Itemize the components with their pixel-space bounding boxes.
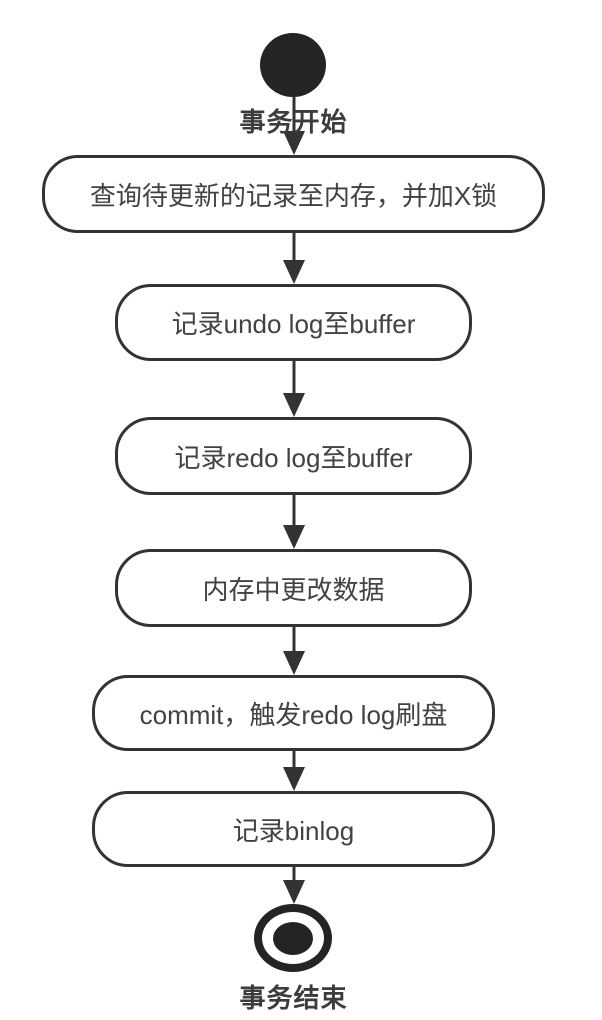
node-update-memory-data: 内存中更改数据 bbox=[115, 549, 472, 627]
node-commit-redo-flush: commit，触发redo log刷盘 bbox=[92, 675, 495, 751]
flow-arrow-2 bbox=[282, 233, 305, 284]
start-label: 事务开始 bbox=[239, 107, 348, 137]
node-label: 查询待更新的记录至内存，并加X锁 bbox=[89, 180, 498, 211]
node-label: 记录binlog bbox=[232, 815, 355, 846]
final-node-inner-dot bbox=[273, 921, 313, 955]
arrow-shaft bbox=[292, 751, 295, 769]
node-label: commit，触发redo log刷盘 bbox=[139, 699, 448, 730]
flow-arrow-1 bbox=[282, 97, 305, 155]
arrow-shaft bbox=[292, 97, 295, 133]
node-query-and-x-lock: 查询待更新的记录至内存，并加X锁 bbox=[42, 155, 545, 233]
initial-node-icon bbox=[260, 33, 326, 97]
node-write-binlog: 记录binlog bbox=[92, 791, 495, 867]
arrow-shaft bbox=[292, 361, 295, 395]
flow-arrow-6 bbox=[282, 751, 305, 791]
node-label: 记录undo log至buffer bbox=[171, 309, 416, 339]
arrow-shaft bbox=[292, 233, 295, 262]
arrow-shaft bbox=[292, 495, 295, 527]
final-node-icon bbox=[254, 904, 332, 972]
node-label: 内存中更改数据 bbox=[202, 574, 385, 605]
end-label: 事务结束 bbox=[239, 983, 348, 1013]
node-label: 记录redo log至buffer bbox=[174, 442, 413, 473]
flow-arrow-3 bbox=[282, 361, 305, 417]
arrow-head-icon bbox=[282, 767, 305, 791]
arrow-head-icon bbox=[282, 880, 305, 904]
arrow-head-icon bbox=[282, 260, 305, 284]
flow-arrow-7 bbox=[282, 867, 305, 904]
flow-arrow-4 bbox=[282, 495, 305, 549]
node-undo-log-buffer: 记录undo log至buffer bbox=[115, 284, 472, 361]
arrow-shaft bbox=[292, 867, 295, 882]
arrow-head-icon bbox=[282, 131, 305, 155]
arrow-head-icon bbox=[282, 393, 305, 417]
arrow-shaft bbox=[292, 627, 295, 653]
flow-arrow-5 bbox=[282, 627, 305, 675]
arrow-head-icon bbox=[282, 651, 305, 675]
arrow-head-icon bbox=[282, 525, 305, 549]
node-redo-log-buffer: 记录redo log至buffer bbox=[115, 417, 472, 495]
